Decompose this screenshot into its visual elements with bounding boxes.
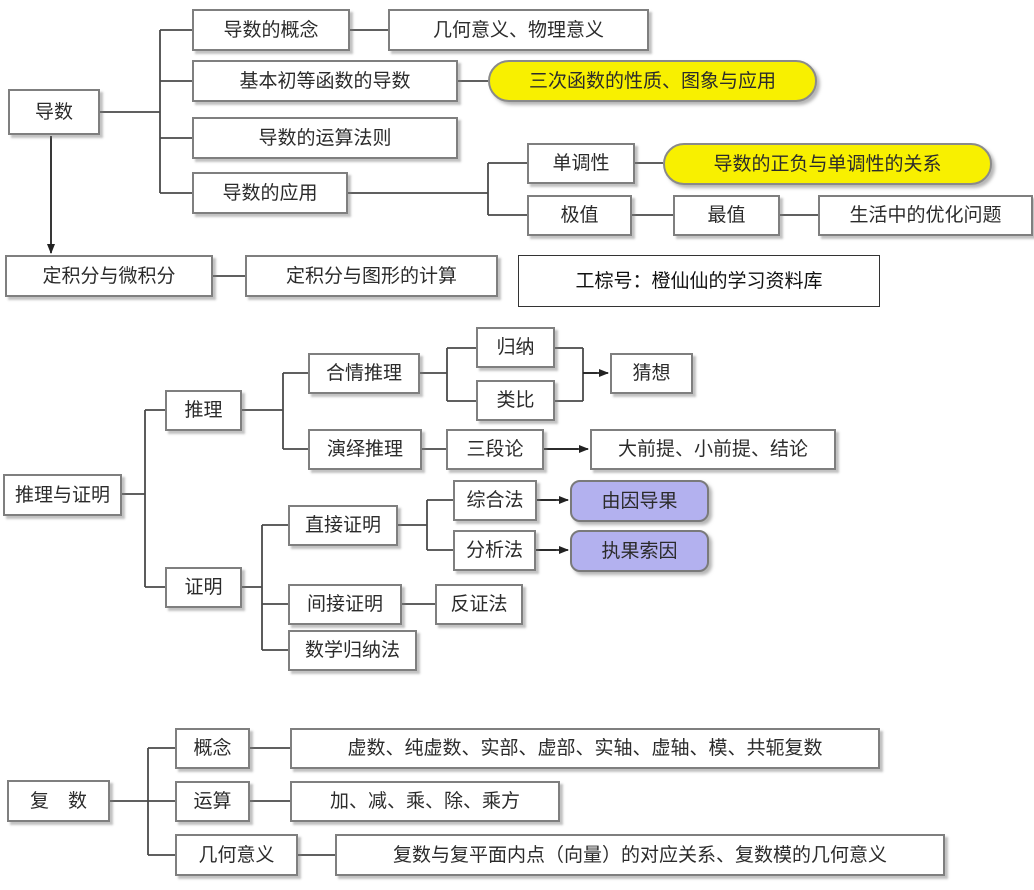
- node-elementary-function-derivatives: 基本初等函数的导数: [192, 60, 458, 102]
- node-reasoning-proof: 推理与证明: [3, 474, 122, 516]
- node-complex-geometry: 几何意义: [175, 834, 298, 876]
- node-mathematical-induction: 数学归纳法: [288, 630, 417, 671]
- node-analytic-method: 分析法: [453, 530, 536, 571]
- connector: [100, 29, 192, 194]
- connector: [110, 747, 175, 856]
- node-complex-concept-detail: 虚数、纯虚数、实部、虚部、实轴、虚轴、模、共轭复数: [290, 728, 880, 769]
- node-derivative-concept: 导数的概念: [192, 9, 350, 51]
- node-plausible-reasoning: 合情推理: [308, 353, 420, 394]
- connector: [420, 347, 476, 402]
- node-complex-numbers: 复 数: [7, 780, 110, 822]
- node-cause-to-effect: 由因导果: [570, 480, 709, 522]
- node-premises-conclusion: 大前提、小前提、结论: [590, 429, 836, 470]
- node-conjecture: 猜想: [610, 353, 693, 394]
- node-synthetic-method: 综合法: [453, 480, 537, 521]
- node-proof: 证明: [165, 567, 242, 608]
- connector: [398, 499, 453, 551]
- node-derivative-rules: 导数的运算法则: [192, 117, 458, 159]
- connector: [555, 347, 597, 402]
- watermark-label: 工棕号：橙仙仙的学习资料库: [518, 255, 880, 307]
- node-sign-monotonicity-relation: 导数的正负与单调性的关系: [663, 143, 992, 185]
- node-extremum: 极值: [527, 195, 632, 236]
- connector: [122, 409, 165, 588]
- connector: [348, 162, 527, 216]
- node-syllogism: 三段论: [446, 429, 544, 470]
- node-geometric-physical-meaning: 几何意义、物理意义: [388, 9, 649, 51]
- node-integral-area: 定积分与图形的计算: [245, 255, 498, 297]
- node-derivative: 导数: [8, 89, 100, 135]
- node-complex-geometry-detail: 复数与复平面内点（向量）的对应关系、复数模的几何意义: [335, 834, 945, 876]
- node-max-min: 最值: [673, 195, 780, 236]
- node-cubic-function-properties: 三次函数的性质、图象与应用: [488, 60, 817, 102]
- node-analogy: 类比: [476, 380, 555, 421]
- node-induction: 归纳: [476, 327, 555, 368]
- node-complex-operation: 运算: [175, 781, 250, 822]
- node-direct-proof: 直接证明: [288, 505, 398, 546]
- connector: [242, 372, 308, 450]
- node-contradiction: 反证法: [435, 584, 523, 625]
- node-optimization-problems: 生活中的优化问题: [818, 195, 1033, 236]
- connector: [242, 524, 288, 651]
- node-definite-integral: 定积分与微积分: [5, 255, 213, 297]
- node-derivative-application: 导数的应用: [192, 172, 348, 214]
- node-inference: 推理: [165, 390, 242, 431]
- node-indirect-proof: 间接证明: [288, 584, 402, 625]
- node-effect-to-cause: 执果索因: [570, 530, 709, 572]
- node-complex-concept: 概念: [175, 728, 250, 769]
- node-monotonicity: 单调性: [527, 143, 635, 184]
- node-complex-operation-detail: 加、减、乘、除、乘方: [290, 781, 560, 822]
- node-deductive-reasoning: 演绎推理: [308, 429, 422, 470]
